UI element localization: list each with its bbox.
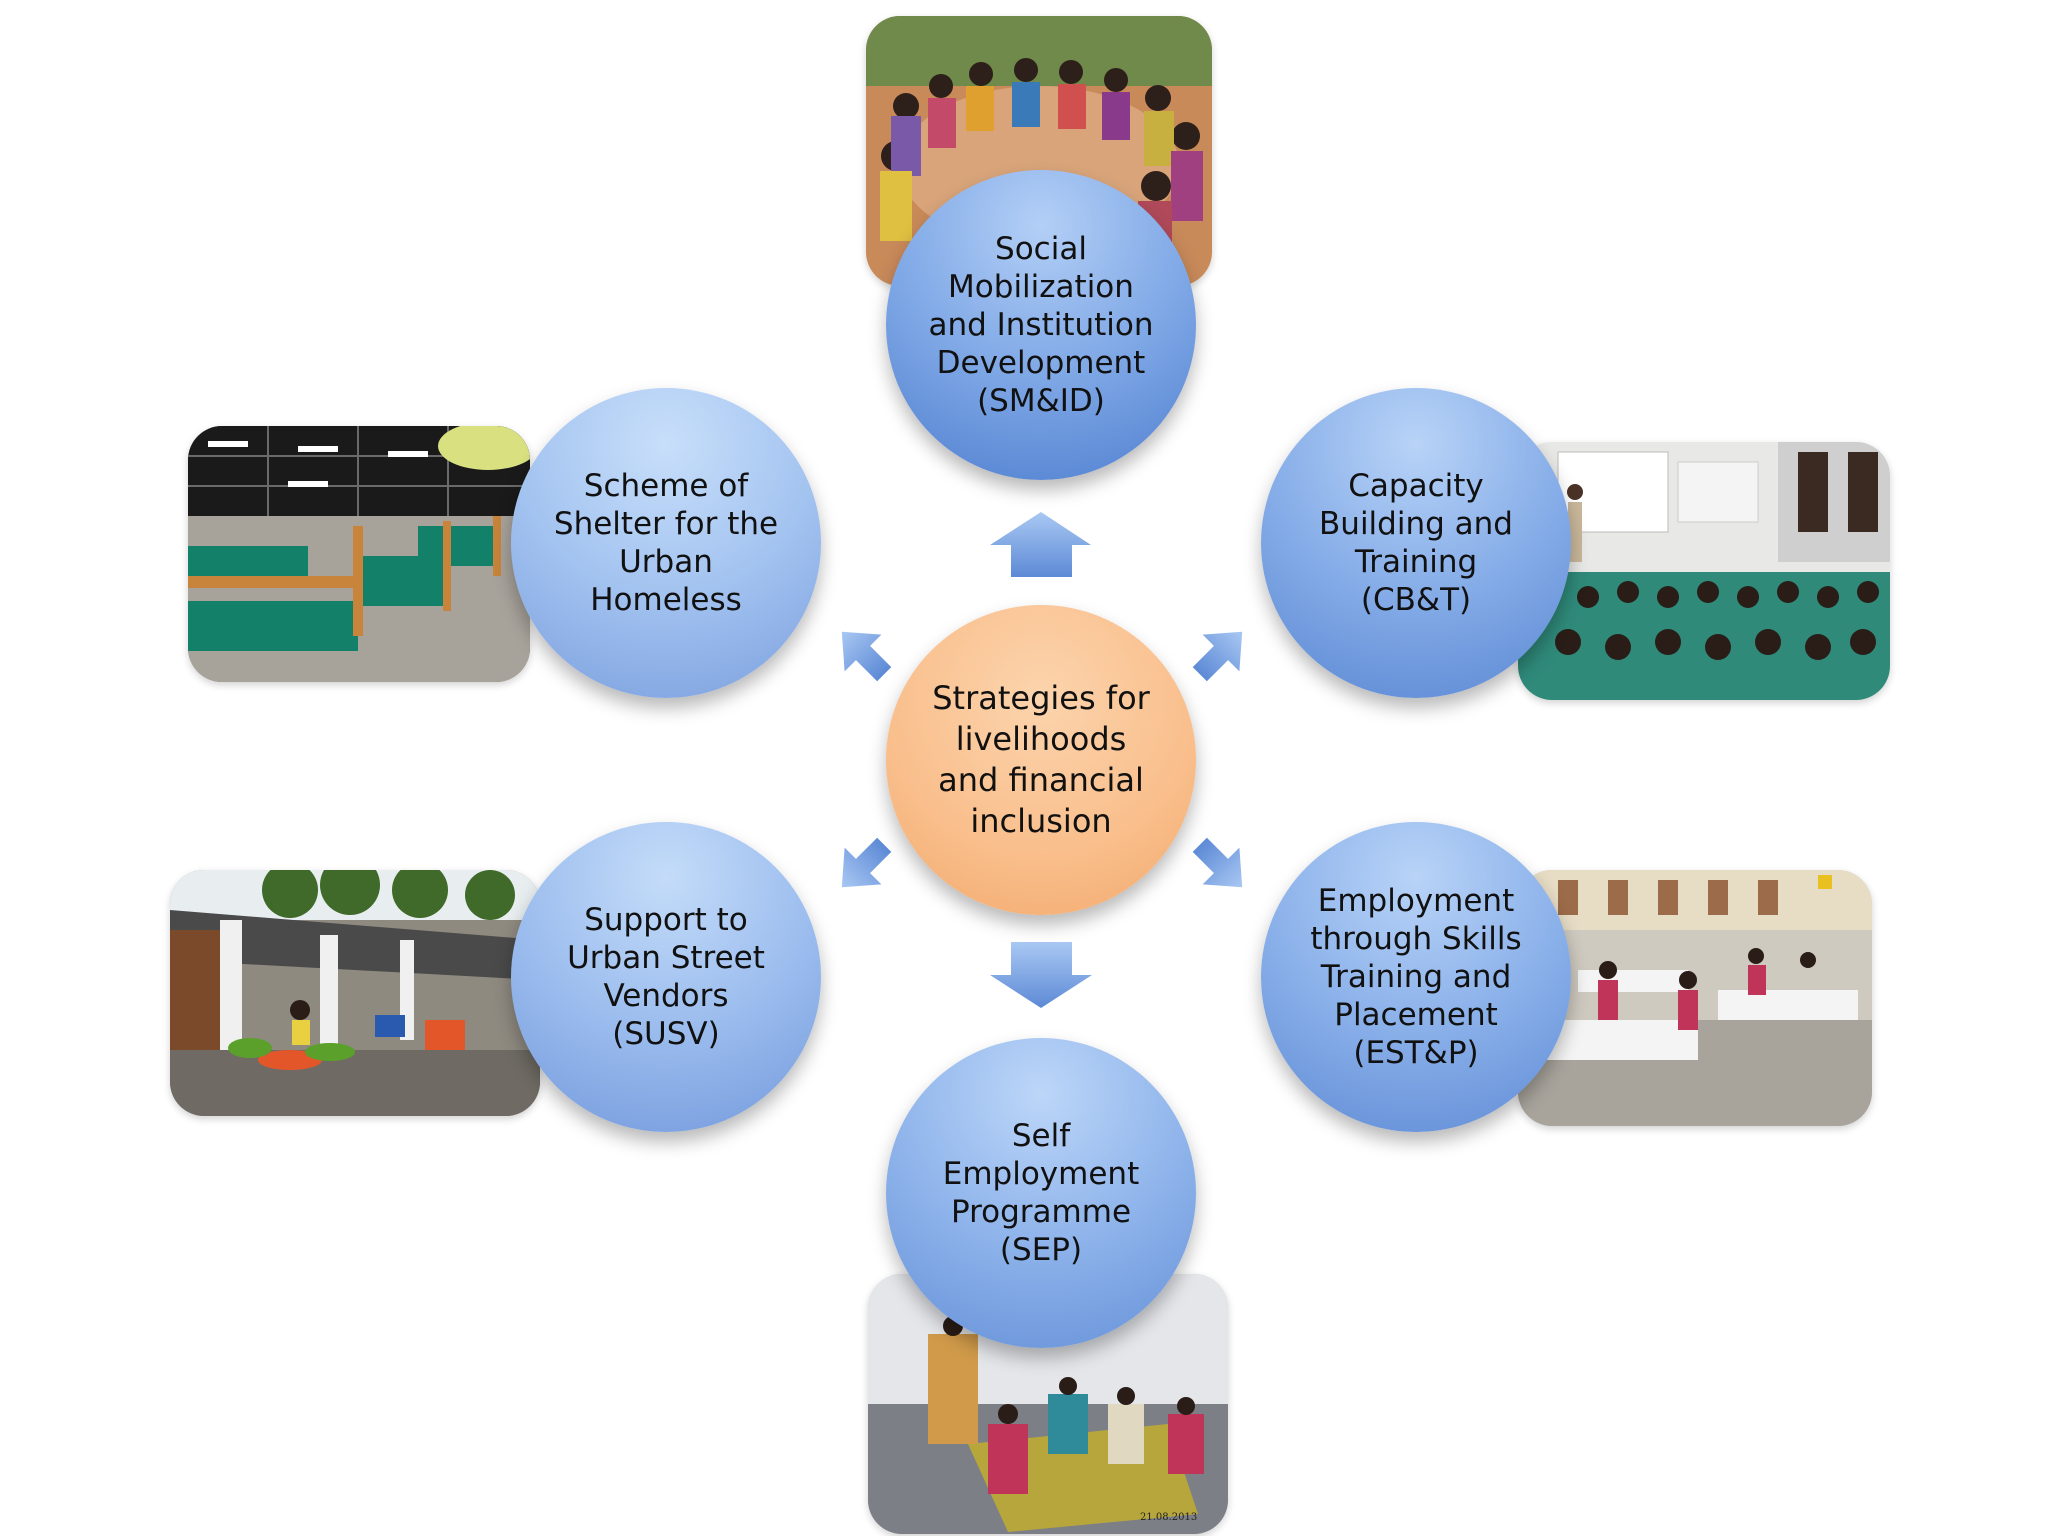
arrow-upper-left-icon xyxy=(841,631,892,682)
node-shelter: Scheme of Shelter for the Urban Homeless xyxy=(511,388,821,698)
tailoring-workshop-photo xyxy=(1518,870,1872,1126)
arrow-upper-right-icon xyxy=(1192,631,1243,682)
arrow-lower-left-icon xyxy=(841,837,892,888)
women-weaving-photo: 21.08.2013 xyxy=(868,1274,1228,1534)
arrow-down-icon xyxy=(990,942,1092,1008)
shelter-dormitory-photo xyxy=(188,426,530,682)
node-smid: Social Mobilization and Institution Deve… xyxy=(886,170,1196,480)
node-sep: Self Employment Programme (SEP) xyxy=(886,1038,1196,1348)
street-vendors-market-photo xyxy=(170,870,540,1116)
photo-date-caption: 21.08.2013 xyxy=(1140,1512,1197,1523)
classroom-training-photo xyxy=(1518,442,1890,700)
arrow-up-icon xyxy=(990,512,1091,577)
center-node: Strategies for livelihoods and financial… xyxy=(886,605,1196,915)
node-cbt: Capacity Building and Training (CB&T) xyxy=(1261,388,1571,698)
node-estp: Employment through Skills Training and P… xyxy=(1261,822,1571,1132)
arrow-lower-right-icon xyxy=(1192,837,1243,888)
node-susv: Support to Urban Street Vendors (SUSV) xyxy=(511,822,821,1132)
